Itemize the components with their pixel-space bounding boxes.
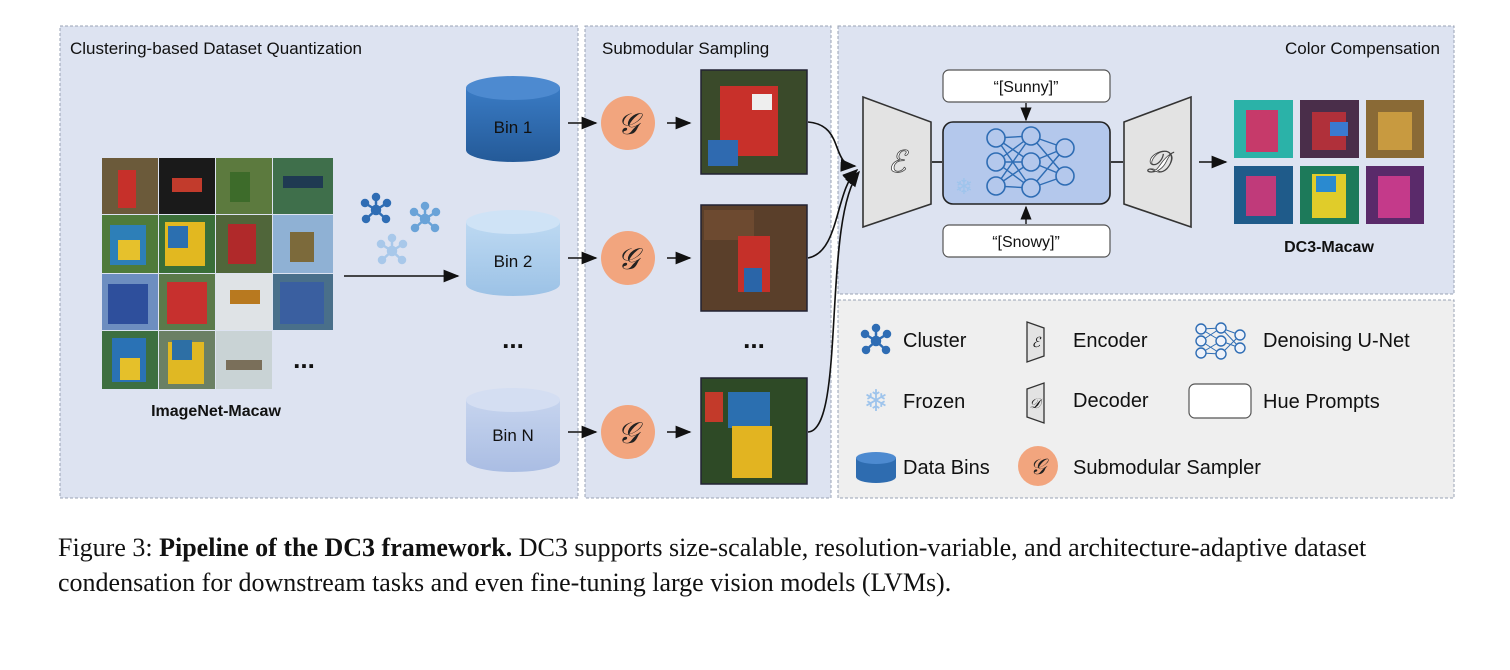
compensation-title: Color Compensation (1285, 39, 1440, 58)
input-grid-ellipsis: ... (293, 344, 315, 374)
cluster-icon (409, 201, 441, 233)
decoder-symbol-small: 𝒟 (1029, 396, 1043, 412)
submodular-sampler-2: 𝒢 (601, 231, 655, 285)
cluster-icon (860, 323, 892, 355)
legend-frozen-label: Frozen (903, 391, 965, 413)
prompt-sunny-text: “[Sunny]” (994, 79, 1059, 96)
output-dataset-label: DC3-Macaw (1284, 239, 1374, 256)
merge-arrow-1 (807, 121, 857, 172)
selected-image-1 (700, 69, 808, 175)
legend-data-bins-label: Data Bins (903, 457, 990, 479)
prompt-box-snowy: “[Snowy]” (942, 224, 1111, 258)
bin-2-label: Bin 2 (494, 252, 533, 271)
unet-icon (1195, 322, 1246, 360)
bin-n-label: Bin N (492, 426, 534, 445)
frozen-icon: ❄ (863, 384, 888, 419)
data-bin-2: Bin 2 (466, 210, 560, 296)
submodular-sampler-n: 𝒢 (601, 405, 655, 459)
caption-title: Pipeline of the DC3 framework. (159, 533, 513, 562)
legend-hue-prompts-label: Hue Prompts (1263, 391, 1380, 413)
cluster-icon (376, 233, 408, 265)
selected-image-2 (700, 204, 808, 312)
decoder-block: 𝒟 (1123, 95, 1192, 229)
prompt-snowy-text: “[Snowy]” (992, 234, 1060, 251)
legend-sampler-label: Submodular Sampler (1073, 457, 1261, 479)
merge-arrow-n (807, 170, 860, 433)
bin-1-label: Bin 1 (494, 118, 533, 137)
legend-encoder: ℰ Encoder (1026, 321, 1148, 363)
pipeline-diagram: Clustering-based Dataset Quantization Su… (59, 25, 1455, 499)
legend-frozen: ❄ Frozen (863, 384, 965, 419)
sampler-symbol-small: 𝒢 (1030, 455, 1049, 480)
encoder-symbol-small: ℰ (1032, 335, 1042, 351)
image-ellipsis: ... (743, 324, 765, 354)
caption-label: Figure 3: (58, 533, 153, 562)
encoder-symbol: ℰ (888, 145, 909, 180)
legend-cluster-label: Cluster (903, 330, 967, 352)
legend-cluster: Cluster (860, 323, 967, 355)
quantization-title: Clustering-based Dataset Quantization (70, 39, 362, 58)
bin-ellipsis: ... (502, 324, 524, 354)
legend-panel (837, 299, 1455, 499)
cluster-icon (360, 192, 392, 224)
figure-caption: Figure 3: Pipeline of the DC3 framework.… (58, 530, 1458, 600)
legend-unet-label: Denoising U-Net (1263, 330, 1410, 352)
input-image-grid (102, 158, 333, 389)
denoising-unet-block: ❄ (942, 121, 1111, 205)
legend-decoder: 𝒟 Decoder (1026, 382, 1149, 424)
legend-sampler: 𝒢 Submodular Sampler (1018, 446, 1261, 486)
input-dataset-label: ImageNet-Macaw (151, 403, 281, 420)
sampling-title: Submodular Sampling (602, 39, 769, 58)
data-bin-n: Bin N (466, 388, 560, 472)
submodular-sampler-1: 𝒢 (601, 96, 655, 150)
data-bin-1: Bin 1 (466, 76, 560, 162)
legend-data-bins: Data Bins (856, 452, 990, 483)
prompt-box-sunny: “[Sunny]” (942, 69, 1111, 103)
output-image-grid (1234, 100, 1424, 224)
legend-hue-prompts: Hue Prompts (1188, 383, 1380, 419)
legend-decoder-label: Decoder (1073, 390, 1149, 412)
frozen-icon: ❄ (955, 175, 973, 200)
legend-encoder-label: Encoder (1073, 330, 1148, 352)
encoder-block: ℰ (862, 95, 932, 229)
caption-text: DC3 supports size-scalable, resolution-v… (58, 533, 1367, 597)
legend-unet: Denoising U-Net (1195, 322, 1410, 360)
selected-image-n (700, 377, 808, 485)
